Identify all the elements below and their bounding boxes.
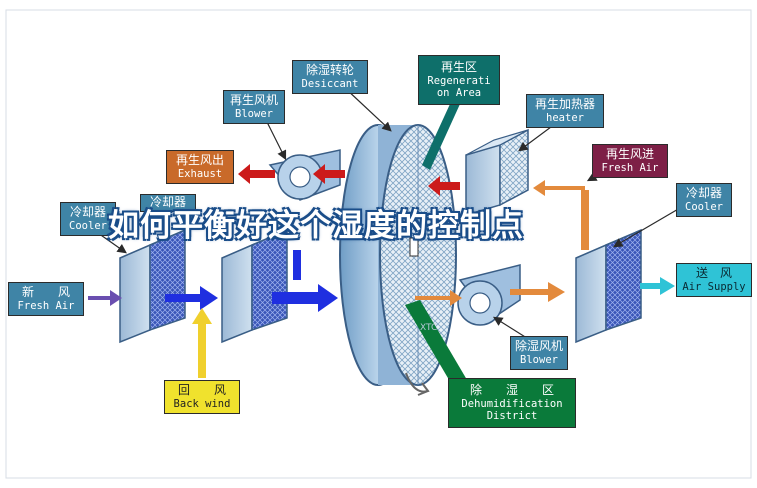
label-air-supply: 送 风 Air Supply	[676, 263, 752, 297]
arrow-dehum-1	[415, 290, 462, 306]
label-dehum-district: 除 湿 区 Dehumidification District	[448, 378, 576, 428]
cooler-right-unit	[575, 228, 642, 344]
label-regen-blower: 再生风机 Blower	[223, 90, 285, 124]
label-regen-heater: 再生加热器 heater	[526, 94, 604, 128]
label-desiccant: 除湿转轮 Desiccant	[292, 60, 368, 94]
cooler-left-unit	[119, 228, 186, 344]
dehum-blower-unit	[457, 264, 521, 326]
wheel-watermark: XTC	[420, 323, 437, 333]
regen-blower-unit	[268, 149, 341, 201]
label-cooler-left: 冷却器 Cooler	[60, 202, 116, 236]
arrow-regen-through-wheel	[428, 176, 460, 196]
airflow-arrows	[88, 164, 675, 378]
rotation-arrow-icon	[405, 372, 430, 396]
page-title: 如何平衡好这个湿度的控制点	[108, 208, 524, 244]
label-cooler-right: 冷却器 Cooler	[676, 183, 732, 217]
arrow-dehum-2	[510, 282, 565, 302]
arrow-exhaust	[238, 164, 275, 184]
arrow-back-wind	[192, 308, 212, 378]
regen-area-pointer	[422, 104, 460, 170]
label-regen-fresh-air: 再生风进 Fresh Air	[592, 144, 668, 178]
label-back-wind: 回 风 Back wind	[164, 380, 240, 414]
label-regen-exhaust: 再生风出 Exhaust	[166, 150, 234, 184]
arrow-fresh-air-in	[88, 290, 122, 306]
label-cooler-mid: 冷却器	[140, 194, 196, 212]
arrow-regen-out-wheel	[313, 164, 345, 184]
diagram-frame	[5, 9, 752, 479]
dehum-district-pointer	[405, 300, 470, 390]
label-dehum-blower: 除湿风机 Blower	[510, 336, 568, 370]
cooler-mid-unit	[221, 228, 288, 344]
regen-heater-unit	[465, 128, 529, 217]
arrow-process-1	[165, 286, 218, 310]
arrow-regen-fresh	[533, 180, 585, 196]
desiccant-wheel	[339, 124, 457, 386]
label-fresh-air: 新 风 Fresh Air	[8, 282, 84, 316]
arrow-process-2	[272, 284, 338, 312]
arrow-process-down	[293, 250, 301, 280]
label-regeneration-area: 再生区 Regenerati on Area	[418, 55, 500, 105]
arrow-air-supply	[640, 277, 675, 295]
